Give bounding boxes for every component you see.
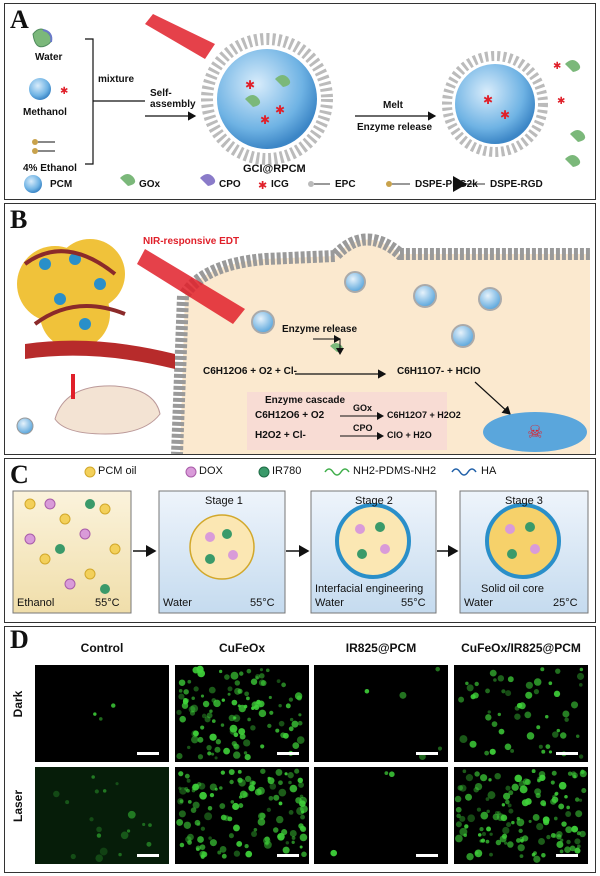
blood-vessel — [25, 340, 175, 369]
reaction-right: C6H11O7- + HClO — [397, 366, 481, 377]
box3-temp: 55°C — [401, 597, 426, 609]
box2-solvent: Water — [163, 597, 192, 609]
water-label: Water — [35, 52, 63, 63]
legend-dspe-peg: DSPE-PEG2k — [415, 179, 478, 190]
box1-solvent: Ethanol — [17, 597, 55, 609]
svg-text:✱: ✱ — [500, 108, 510, 122]
r1-left: C6H12O6 + O2 — [255, 410, 325, 421]
r2-enzyme: CPO — [353, 423, 373, 433]
enzyme-release-b: Enzyme release — [282, 324, 358, 335]
panel-b-label: B — [10, 205, 28, 234]
legend-pdms: NH2-PDMS-NH2 — [353, 465, 437, 477]
released-particle: ✱ ✱ ✱ ✱ — [442, 51, 586, 167]
scale-bar — [416, 854, 438, 857]
micrograph-dark-1 — [175, 665, 309, 762]
svg-text:✱: ✱ — [258, 180, 267, 192]
svg-text:✱: ✱ — [557, 96, 565, 107]
legend-ha: HA — [481, 465, 497, 477]
col-control: Control — [80, 641, 124, 655]
legend-dox: DOX — [199, 465, 223, 477]
box1-temp: 55°C — [95, 597, 120, 609]
panel-d: D Control CuFeOx IR825@PCM CuFeOx/IR825@… — [4, 626, 596, 873]
scale-bar — [556, 752, 578, 755]
mouse-icon — [54, 385, 161, 435]
svg-text:✱: ✱ — [245, 78, 255, 92]
ethanol-label: 4% Ethanol — [23, 163, 77, 174]
legend-dspe-rgd: DSPE-RGD — [490, 179, 543, 190]
svg-text:✱: ✱ — [553, 61, 561, 72]
cascade-title: Enzyme cascade — [265, 395, 346, 406]
skull-icon: ☠ — [527, 422, 543, 442]
legend-ir780: IR780 — [272, 465, 302, 477]
enzyme-release-label: Enzyme release — [357, 122, 433, 133]
svg-text:✱: ✱ — [260, 113, 270, 127]
svg-text:✱: ✱ — [275, 103, 285, 117]
icg-star-icon: ✱ — [60, 86, 68, 97]
reaction-left: C6H12O6 + O2 + Cl- — [203, 366, 297, 377]
box4-note: Solid oil core — [481, 583, 544, 595]
box2-temp: 55°C — [250, 597, 275, 609]
cell-membrane — [180, 233, 590, 298]
micrograph-grid — [35, 665, 588, 864]
gox-protein-icon — [32, 28, 53, 48]
r1-right: C6H12O7 + H2O2 — [387, 410, 461, 420]
cascade-box — [247, 392, 447, 450]
melt-label: Melt — [383, 100, 403, 111]
svg-text:✱: ✱ — [483, 93, 493, 107]
r2-right: ClO + H2O — [387, 430, 432, 440]
col-combo: CuFeOx/IR825@PCM — [461, 641, 581, 655]
gci-rpcm-particle: ✱ ✱ ✱ — [201, 33, 333, 165]
tumor-cluster — [17, 239, 126, 349]
panel-c-label: C — [10, 460, 29, 489]
nir-laser-beam — [137, 249, 245, 324]
panel-b-graphics: ☠ — [16, 233, 590, 454]
self-assembly-label: Self- assembly — [150, 88, 196, 110]
stage2-label: Stage 2 — [355, 495, 393, 507]
legend-cpo: CPO — [219, 179, 241, 190]
box3-note: Interfacial engineering — [315, 583, 424, 595]
panel-a: A ✱ ✱ ✱ ✱ — [4, 3, 596, 200]
scale-bar — [137, 854, 159, 857]
lipid-icons — [32, 139, 55, 154]
box4-temp: 25°C — [553, 597, 578, 609]
legend-pcm: PCM — [50, 179, 73, 190]
scale-bar — [556, 854, 578, 857]
scale-bar — [277, 752, 299, 755]
nucleus — [483, 412, 587, 452]
legend-epc: EPC — [335, 179, 356, 190]
scale-bar — [277, 854, 299, 857]
product-label: GCI@RPCM — [243, 163, 306, 175]
methanol-label: Methanol — [23, 107, 67, 118]
panel-c: C PCM oil — [4, 458, 596, 623]
micrograph-laser-3 — [454, 767, 588, 864]
micrograph-laser-2 — [314, 767, 448, 864]
panel-c-graphics — [12, 466, 589, 614]
box3-solvent: Water — [315, 597, 344, 609]
legend-icg: ICG — [271, 179, 289, 190]
nir-label: NIR-responsive EDT — [143, 236, 240, 247]
panel-d-label: D — [10, 626, 29, 654]
micrograph-laser-0 — [35, 767, 169, 864]
micrograph-laser-1 — [175, 767, 309, 864]
mixture-label: mixture — [98, 74, 135, 85]
scale-bar — [416, 752, 438, 755]
pcm-sphere-icon — [29, 78, 51, 100]
micrograph-dark-2 — [314, 665, 448, 762]
col-ir825: IR825@PCM — [345, 641, 417, 655]
panel-b: B — [4, 203, 596, 455]
box4-solvent: Water — [464, 597, 493, 609]
panel-a-label: A — [10, 5, 29, 34]
col-cufeox: CuFeOx — [218, 641, 265, 655]
legend-gox: GOx — [139, 179, 161, 190]
legend-pcm-oil: PCM oil — [98, 465, 137, 477]
micrograph-dark-3 — [454, 665, 588, 762]
stage1-label: Stage 1 — [205, 495, 243, 507]
stage3-label: Stage 3 — [505, 495, 543, 507]
panel-a-graphics: ✱ ✱ ✱ ✱ ✱ ✱ ✱ ✱ ✱ — [24, 14, 586, 193]
r2-left: H2O2 + Cl- — [255, 430, 306, 441]
micrograph-dark-0 — [35, 665, 169, 762]
laser-beam — [145, 14, 215, 59]
r1-enzyme: GOx — [353, 403, 373, 413]
scale-bar — [137, 752, 159, 755]
